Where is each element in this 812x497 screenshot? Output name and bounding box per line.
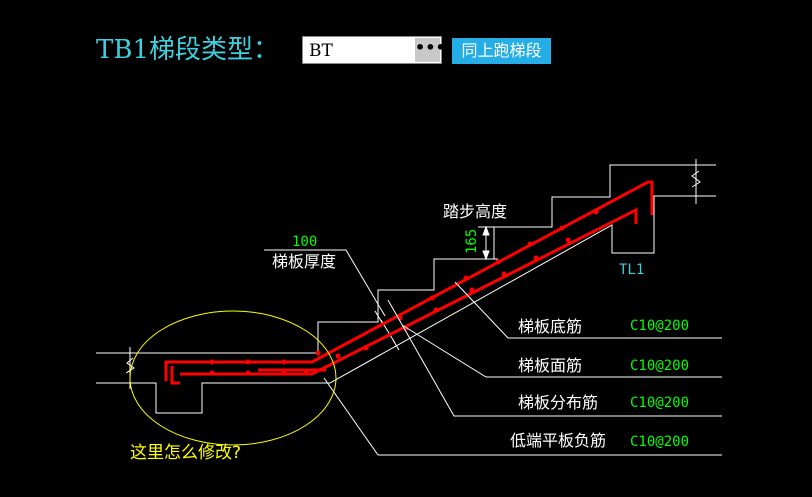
step-height-value: 165	[464, 229, 480, 254]
step-height-label: 踏步高度	[443, 202, 507, 221]
stair-type-value: BT	[309, 41, 333, 61]
annotation-ellipse	[129, 310, 337, 446]
stair-bottom-outline	[96, 195, 716, 414]
distribution-rebar-dots	[209, 209, 599, 376]
bottom-rebar	[164, 180, 654, 381]
rebar-spec: C10@200	[630, 395, 689, 411]
bottom-negative-rebar	[170, 366, 180, 385]
rebar-label: 梯板分布筋	[518, 393, 598, 412]
rebar-spec: C10@200	[630, 434, 689, 450]
stair-type-input[interactable]: BT •••	[302, 36, 446, 64]
rebar-label: 低端平板负筋	[510, 431, 606, 450]
rebar-spec: C10@200	[630, 358, 689, 374]
same-as-previous-button[interactable]: 同上跑梯段	[452, 38, 551, 64]
slab-thickness-label: 梯板厚度	[272, 252, 336, 271]
rebar-label: 梯板底筋	[518, 317, 582, 336]
rebar-label: 梯板面筋	[518, 356, 582, 375]
top-rebar	[180, 207, 638, 376]
beam-label: TL1	[619, 262, 644, 278]
stair-top-outline	[96, 164, 716, 354]
more-options-button[interactable]: •••	[415, 38, 446, 62]
slab-thickness-value: 100	[292, 234, 317, 250]
page-title: TB1梯段类型：	[96, 35, 279, 65]
rebar-spec: C10@200	[630, 318, 689, 334]
annotation-question: 这里怎么修改?	[130, 443, 241, 463]
